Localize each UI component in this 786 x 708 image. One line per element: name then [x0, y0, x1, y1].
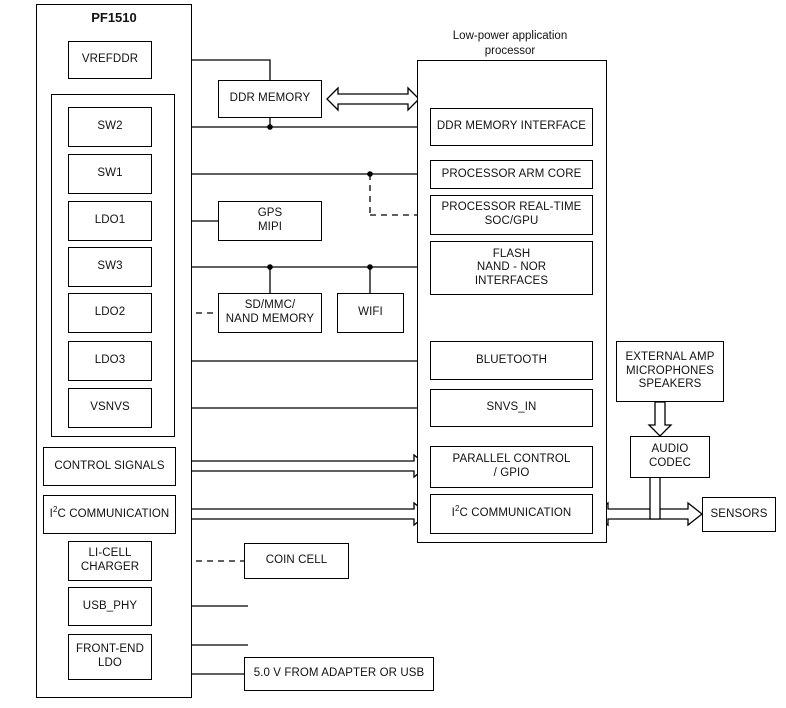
- block-gps-mipi[interactable]: GPS MIPI: [218, 201, 322, 241]
- i2c-superscript-proc: 2: [454, 504, 460, 514]
- block-ldo3[interactable]: LDO3: [68, 341, 152, 381]
- block-ldo1[interactable]: LDO1: [68, 201, 152, 241]
- block-sd-mmc-nand-memory[interactable]: SD/MMC/ NAND MEMORY: [218, 293, 322, 333]
- sd-mmc-line2: NAND MEMORY: [225, 313, 315, 325]
- block-vsnvs[interactable]: VSNVS: [68, 388, 152, 428]
- block-i2c-communication-pmic[interactable]: I2C COMMUNICATION: [43, 495, 176, 534]
- i2c-suffix: C COMMUNICATION: [57, 507, 170, 520]
- processor-caption-line1: Low-power application: [452, 30, 568, 42]
- i2c-prefix: I: [49, 507, 53, 520]
- real-time-line1: PROCESSOR REAL-TIME: [441, 201, 582, 214]
- real-time-line2: SOC/GPU: [484, 215, 539, 227]
- block-parallel-control-gpio[interactable]: PARALLEL CONTROL / GPIO: [430, 446, 593, 488]
- block-usb-phy[interactable]: USB_PHY: [68, 587, 152, 626]
- block-sw2[interactable]: SW2: [68, 107, 152, 147]
- block-sw1[interactable]: SW1: [68, 154, 152, 194]
- sd-mmc-line1: SD/MMC/: [244, 299, 296, 312]
- parallel-control-line2: / GPIO: [493, 467, 530, 479]
- page-title: PF1510: [91, 10, 137, 25]
- block-audio-codec[interactable]: AUDIO CODEC: [630, 436, 710, 478]
- audio-codec-line2: CODEC: [648, 457, 692, 469]
- block-front-end-ldo[interactable]: FRONT-END LDO: [68, 634, 152, 680]
- block-bluetooth[interactable]: BLUETOOTH: [430, 341, 593, 380]
- block-sensors[interactable]: SENSORS: [702, 497, 776, 532]
- block-sw3[interactable]: SW3: [68, 247, 152, 287]
- block-li-cell-charger[interactable]: LI-CELL CHARGER: [68, 541, 152, 581]
- block-ddr-memory-interface[interactable]: DDR MEMORY INTERFACE: [430, 108, 593, 146]
- gps-mipi-line2: MIPI: [257, 221, 283, 233]
- li-cell-charger-line2: CHARGER: [80, 561, 140, 573]
- front-end-ldo-line2: LDO: [98, 657, 122, 669]
- front-end-ldo-line1: FRONT-END: [76, 643, 144, 656]
- block-vrefddr[interactable]: VREFDDR: [68, 41, 152, 79]
- external-amp-line1: EXTERNAL AMP: [625, 351, 715, 364]
- block-snvs-in[interactable]: SNVS_IN: [430, 389, 593, 427]
- flash-line1: FLASH: [492, 247, 531, 260]
- processor-caption: Low-power application processor: [425, 29, 595, 59]
- block-ddr-memory[interactable]: DDR MEMORY: [218, 80, 322, 118]
- block-ldo2[interactable]: LDO2: [68, 293, 152, 333]
- i2c-superscript: 2: [52, 504, 58, 514]
- flash-line3: INTERFACES: [474, 274, 549, 287]
- parallel-control-line1: PARALLEL CONTROL: [452, 453, 571, 466]
- block-i2c-communication-processor[interactable]: I2C COMMUNICATION: [430, 494, 593, 534]
- external-amp-line2: MICROPHONES: [626, 364, 714, 377]
- block-control-signals[interactable]: CONTROL SIGNALS: [43, 447, 176, 486]
- gps-mipi-line1: GPS: [257, 207, 283, 220]
- processor-caption-line2: processor: [484, 44, 536, 57]
- block-coin-cell[interactable]: COIN CELL: [244, 543, 349, 579]
- i2c-label-processor: I2C COMMUNICATION: [451, 504, 572, 521]
- i2c-label-pmic: I2C COMMUNICATION: [49, 504, 170, 522]
- i2c-suffix-proc: C COMMUNICATION: [459, 507, 572, 520]
- block-processor-real-time-soc-gpu[interactable]: PROCESSOR REAL-TIME SOC/GPU: [430, 195, 593, 235]
- block-external-amp-microphones-speakers[interactable]: EXTERNAL AMP MICROPHONES SPEAKERS: [616, 341, 724, 402]
- external-amp-line3: SPEAKERS: [638, 378, 702, 391]
- block-processor-arm-core[interactable]: PROCESSOR ARM CORE: [430, 160, 593, 189]
- li-cell-charger-line1: LI-CELL: [88, 547, 132, 560]
- block-flash-nand-nor-interfaces[interactable]: FLASH NAND - NOR INTERFACES: [430, 241, 593, 295]
- block-adapter-supply[interactable]: 5.0 V FROM ADAPTER OR USB: [244, 657, 434, 691]
- audio-codec-line1: AUDIO: [651, 443, 689, 456]
- flash-line2: NAND - NOR: [476, 261, 547, 274]
- i2c-prefix-proc: I: [451, 507, 455, 520]
- block-wifi[interactable]: WIFI: [337, 293, 404, 333]
